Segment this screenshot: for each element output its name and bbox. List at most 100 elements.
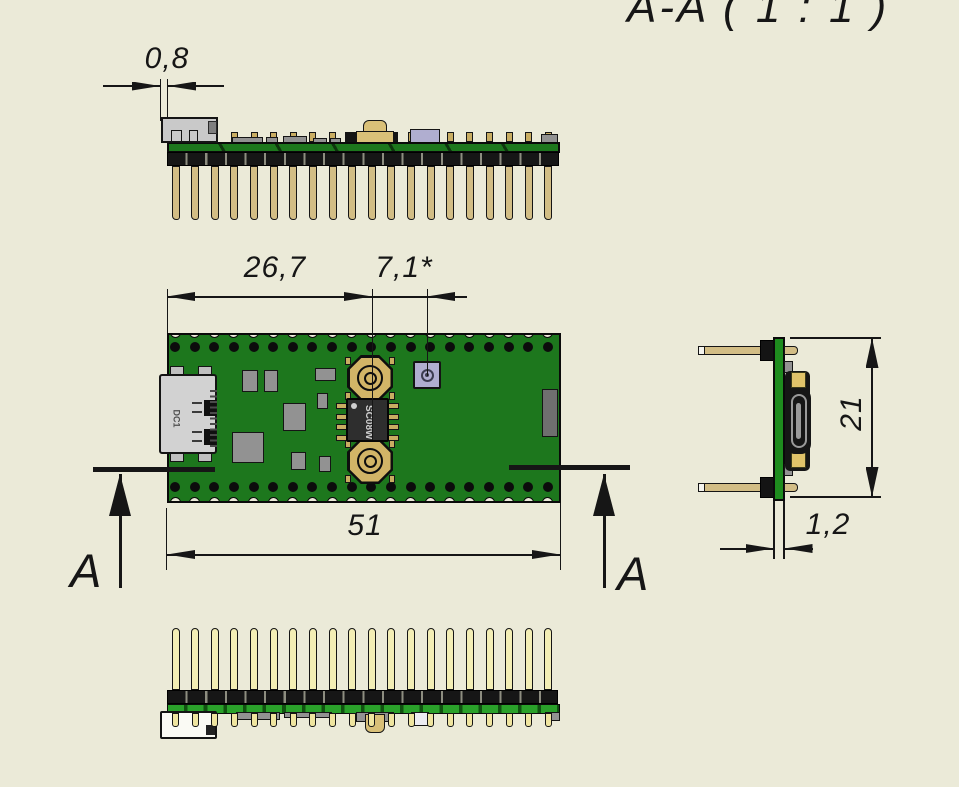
pin-solder-stub [191, 713, 199, 727]
testpoint-tab [389, 392, 395, 400]
pin-solder-nub [466, 132, 474, 142]
header-pin-side [704, 346, 762, 355]
dim-board-width: 21 [835, 395, 868, 431]
usb-solder-pad [791, 372, 806, 388]
through-hole [327, 342, 338, 352]
dim-board-thickness: 1,2 [805, 508, 851, 541]
section-view-title: A-A ( 1 : 1 ) [627, 0, 890, 32]
header-pin [308, 628, 317, 690]
header-pin [524, 166, 533, 220]
header-pin [269, 166, 278, 220]
pin-solder-nub [505, 132, 513, 142]
testpoint-tab [389, 357, 395, 365]
arrowhead [167, 550, 195, 559]
header-pin [426, 628, 435, 690]
through-hole [170, 342, 180, 352]
dim-line [167, 296, 427, 298]
header-pin [210, 166, 219, 220]
through-hole [542, 482, 553, 492]
chip-pin [388, 424, 399, 430]
header-pin [367, 628, 376, 690]
extension-line [159, 79, 161, 121]
header-pin [544, 628, 553, 690]
header-pin [446, 166, 455, 220]
header-pin [191, 166, 200, 220]
test-point [347, 355, 393, 401]
smd-component [319, 456, 331, 472]
usb-tongue [795, 403, 801, 439]
smd-component [283, 403, 306, 431]
header-pin [407, 166, 416, 220]
through-hole-row [169, 335, 559, 501]
through-hole [523, 482, 534, 492]
section-line [93, 467, 215, 472]
header-pin [524, 628, 533, 690]
through-hole [425, 342, 436, 352]
arrowhead [344, 292, 372, 301]
dim-board-length: 51 [347, 509, 383, 542]
smd-component [264, 370, 278, 392]
test-point [347, 438, 393, 484]
through-hole [366, 342, 377, 352]
testpoint-tab [389, 440, 395, 448]
extension-line [790, 496, 881, 498]
through-hole [346, 482, 357, 492]
through-hole [268, 342, 279, 352]
header-pin [387, 166, 396, 220]
castellation-row [169, 335, 559, 501]
usb-shell-opening [791, 394, 807, 448]
arrowhead [784, 544, 813, 553]
pin-solder-stub [368, 713, 376, 727]
through-hole [444, 482, 455, 492]
header-pin [171, 628, 180, 690]
header-pin [328, 628, 337, 690]
section-label-left: A [70, 544, 102, 597]
header-pin [367, 166, 376, 220]
pin-solder-stub [466, 713, 474, 727]
testpoint-core [363, 371, 377, 385]
header-pin [465, 166, 474, 220]
oscillator-component [410, 129, 440, 143]
header-pin [426, 166, 435, 220]
castellation-notch [365, 497, 377, 501]
header-pin-side [704, 483, 762, 492]
pin1-dot [351, 403, 357, 409]
dim-line [168, 85, 224, 87]
through-hole [307, 342, 318, 352]
header-pin [308, 166, 317, 220]
pin-solder-stub [289, 713, 297, 727]
castellation-notch [326, 497, 338, 501]
extension-line [773, 501, 775, 559]
pin-solder-stub [505, 713, 513, 727]
header-pin-row [167, 628, 561, 690]
flash-chip-body: SC08W [346, 398, 389, 442]
header-pin [465, 628, 474, 690]
through-hole [228, 342, 239, 352]
usb-marking-text: DC1 [171, 409, 182, 428]
header-pin-row [167, 166, 561, 222]
header-pin [348, 628, 357, 690]
arrowhead [427, 292, 455, 301]
testpoint-tab [345, 475, 351, 483]
extension-line [371, 289, 373, 440]
through-hole [287, 482, 298, 492]
header-pin [407, 628, 416, 690]
pin-solder-nub [309, 132, 317, 142]
castellation-notch [424, 497, 436, 501]
testpoint-tab [389, 475, 395, 483]
arrowhead [745, 544, 774, 553]
pin-header-housing [167, 690, 558, 704]
section-arrow [109, 474, 131, 516]
through-hole [385, 482, 396, 492]
pin-solder-nub [486, 132, 494, 142]
through-hole [405, 342, 416, 352]
testpoint-core [363, 454, 377, 468]
castellation-row [169, 335, 559, 501]
pin-solder-stub [309, 713, 317, 727]
through-hole [484, 342, 495, 352]
header-pin [210, 628, 219, 690]
through-hole [170, 482, 180, 492]
pin-solder-stub [525, 713, 533, 727]
through-hole-row [169, 335, 559, 501]
header-pin [171, 166, 180, 220]
